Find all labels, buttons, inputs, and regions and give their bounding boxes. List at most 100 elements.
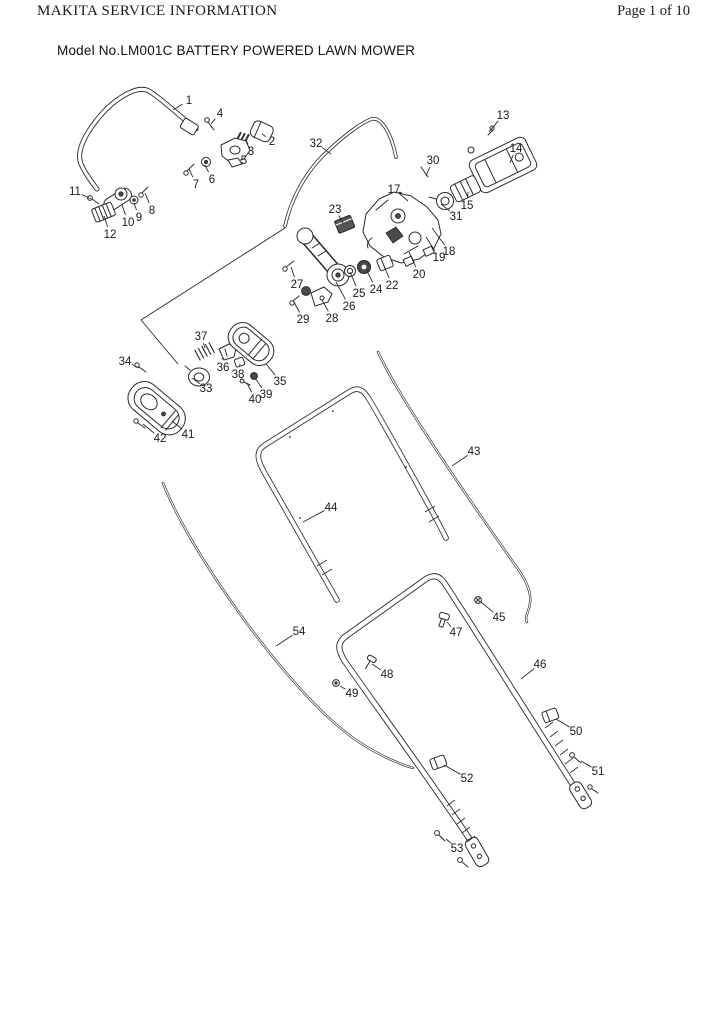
part-label-50: 50 xyxy=(570,726,583,738)
part-51-bolt xyxy=(570,753,598,793)
leader-line-28 xyxy=(322,300,328,311)
part-48-screw xyxy=(362,654,377,671)
part-29-screw xyxy=(290,301,294,305)
part-40-screw xyxy=(240,379,244,383)
leader-line-45 xyxy=(481,602,493,612)
part-label-10: 10 xyxy=(122,217,135,229)
leader-line-34 xyxy=(132,364,139,368)
leader-line-7 xyxy=(189,169,193,177)
leader-line-31 xyxy=(441,204,450,211)
leader-line-35 xyxy=(266,364,275,375)
leader-line-48 xyxy=(372,664,381,670)
leader-line-8 xyxy=(145,193,149,203)
leader-line-30 xyxy=(426,167,430,176)
leader-line-26 xyxy=(336,282,345,299)
part-label-47: 47 xyxy=(450,627,463,639)
part-label-46: 46 xyxy=(534,659,547,671)
part-label-3: 3 xyxy=(248,146,254,158)
part-label-51: 51 xyxy=(592,766,605,778)
part-41-cover xyxy=(122,375,192,441)
lever-arm-cluster xyxy=(283,119,396,306)
part-number-labels: 1234567891011121314151718192022232425262… xyxy=(69,95,604,855)
part-label-5: 5 xyxy=(241,155,247,167)
page-header: MAKITA SERVICE INFORMATION Page 1 of 10 xyxy=(37,3,690,20)
part-33-collar xyxy=(185,366,210,386)
switch-housing-cluster xyxy=(363,126,539,266)
part-53-screws xyxy=(435,831,468,867)
part-label-45: 45 xyxy=(493,612,506,624)
part-36-latch xyxy=(219,344,236,360)
part-27-screw xyxy=(283,267,287,271)
part-label-49: 49 xyxy=(346,688,359,700)
part-label-25: 25 xyxy=(353,288,366,300)
part-label-17: 17 xyxy=(388,184,401,196)
leader-line-38 xyxy=(239,364,240,367)
leader-line-43 xyxy=(452,455,468,466)
leader-line-10 xyxy=(122,205,126,215)
leader-line-47 xyxy=(447,622,451,626)
part-label-22: 22 xyxy=(386,280,399,292)
part-35-cover xyxy=(223,317,279,371)
leader-line-41 xyxy=(172,421,182,429)
leader-line-39 xyxy=(255,378,262,388)
cable-43-drawing xyxy=(378,352,530,622)
part-label-13: 13 xyxy=(497,110,510,122)
part-label-27: 27 xyxy=(291,279,304,291)
leader-line-2 xyxy=(262,134,266,137)
leg-hatching xyxy=(447,722,578,842)
leader-line-33 xyxy=(192,378,200,384)
part-label-18: 18 xyxy=(443,246,456,258)
leader-line-22 xyxy=(384,266,389,278)
right-foot-plate xyxy=(568,780,594,811)
part-label-23: 23 xyxy=(329,204,342,216)
header-title: MAKITA SERVICE INFORMATION xyxy=(37,3,278,19)
leader-line-42 xyxy=(143,424,154,433)
leader-line-18 xyxy=(432,228,445,245)
part-label-38: 38 xyxy=(232,369,245,381)
part-label-43: 43 xyxy=(468,446,481,458)
leader-line-23 xyxy=(339,216,343,223)
part-label-12: 12 xyxy=(104,229,117,241)
part-label-40: 40 xyxy=(249,394,262,406)
leader-line-27 xyxy=(291,267,295,277)
left-foot-plate xyxy=(463,836,490,869)
leader-line-50 xyxy=(556,719,570,727)
leader-line-14 xyxy=(510,155,513,163)
leader-line-4 xyxy=(211,119,215,124)
leader-line-9 xyxy=(134,203,136,210)
leader-line-25 xyxy=(350,272,356,286)
part-label-19: 19 xyxy=(433,252,446,264)
leader-line-20 xyxy=(409,252,416,267)
part-label-9: 9 xyxy=(136,212,142,224)
part-label-6: 6 xyxy=(209,174,215,186)
handle-mount-cluster xyxy=(122,317,279,441)
part-label-33: 33 xyxy=(200,383,213,395)
part-label-39: 39 xyxy=(260,389,273,401)
part-label-1: 1 xyxy=(186,95,192,107)
part-label-14: 14 xyxy=(510,143,523,155)
part-label-4: 4 xyxy=(217,108,224,120)
part-42-screw xyxy=(134,419,138,423)
leader-line-51 xyxy=(581,761,592,767)
leader-line-1 xyxy=(173,104,183,110)
part-4-screw xyxy=(205,118,210,123)
part-30-pin xyxy=(421,167,428,177)
leader-line-46 xyxy=(521,669,534,679)
bail-handle-cluster xyxy=(80,89,275,222)
leader-line-11 xyxy=(82,194,91,199)
leader-line-24 xyxy=(366,269,373,282)
leader-line-19 xyxy=(426,237,435,251)
part-38-clip xyxy=(234,357,245,368)
upper-handle-drawing xyxy=(258,389,446,600)
leader-line-32 xyxy=(322,147,331,154)
part-45-bolt xyxy=(475,597,482,604)
part-52-clip xyxy=(429,755,447,770)
part-label-54: 54 xyxy=(293,626,306,638)
part-12-block xyxy=(91,202,116,223)
part-label-37: 37 xyxy=(195,331,208,343)
part-label-8: 8 xyxy=(149,205,155,217)
part-50-clip xyxy=(541,708,559,723)
leader-line-54 xyxy=(276,635,293,646)
